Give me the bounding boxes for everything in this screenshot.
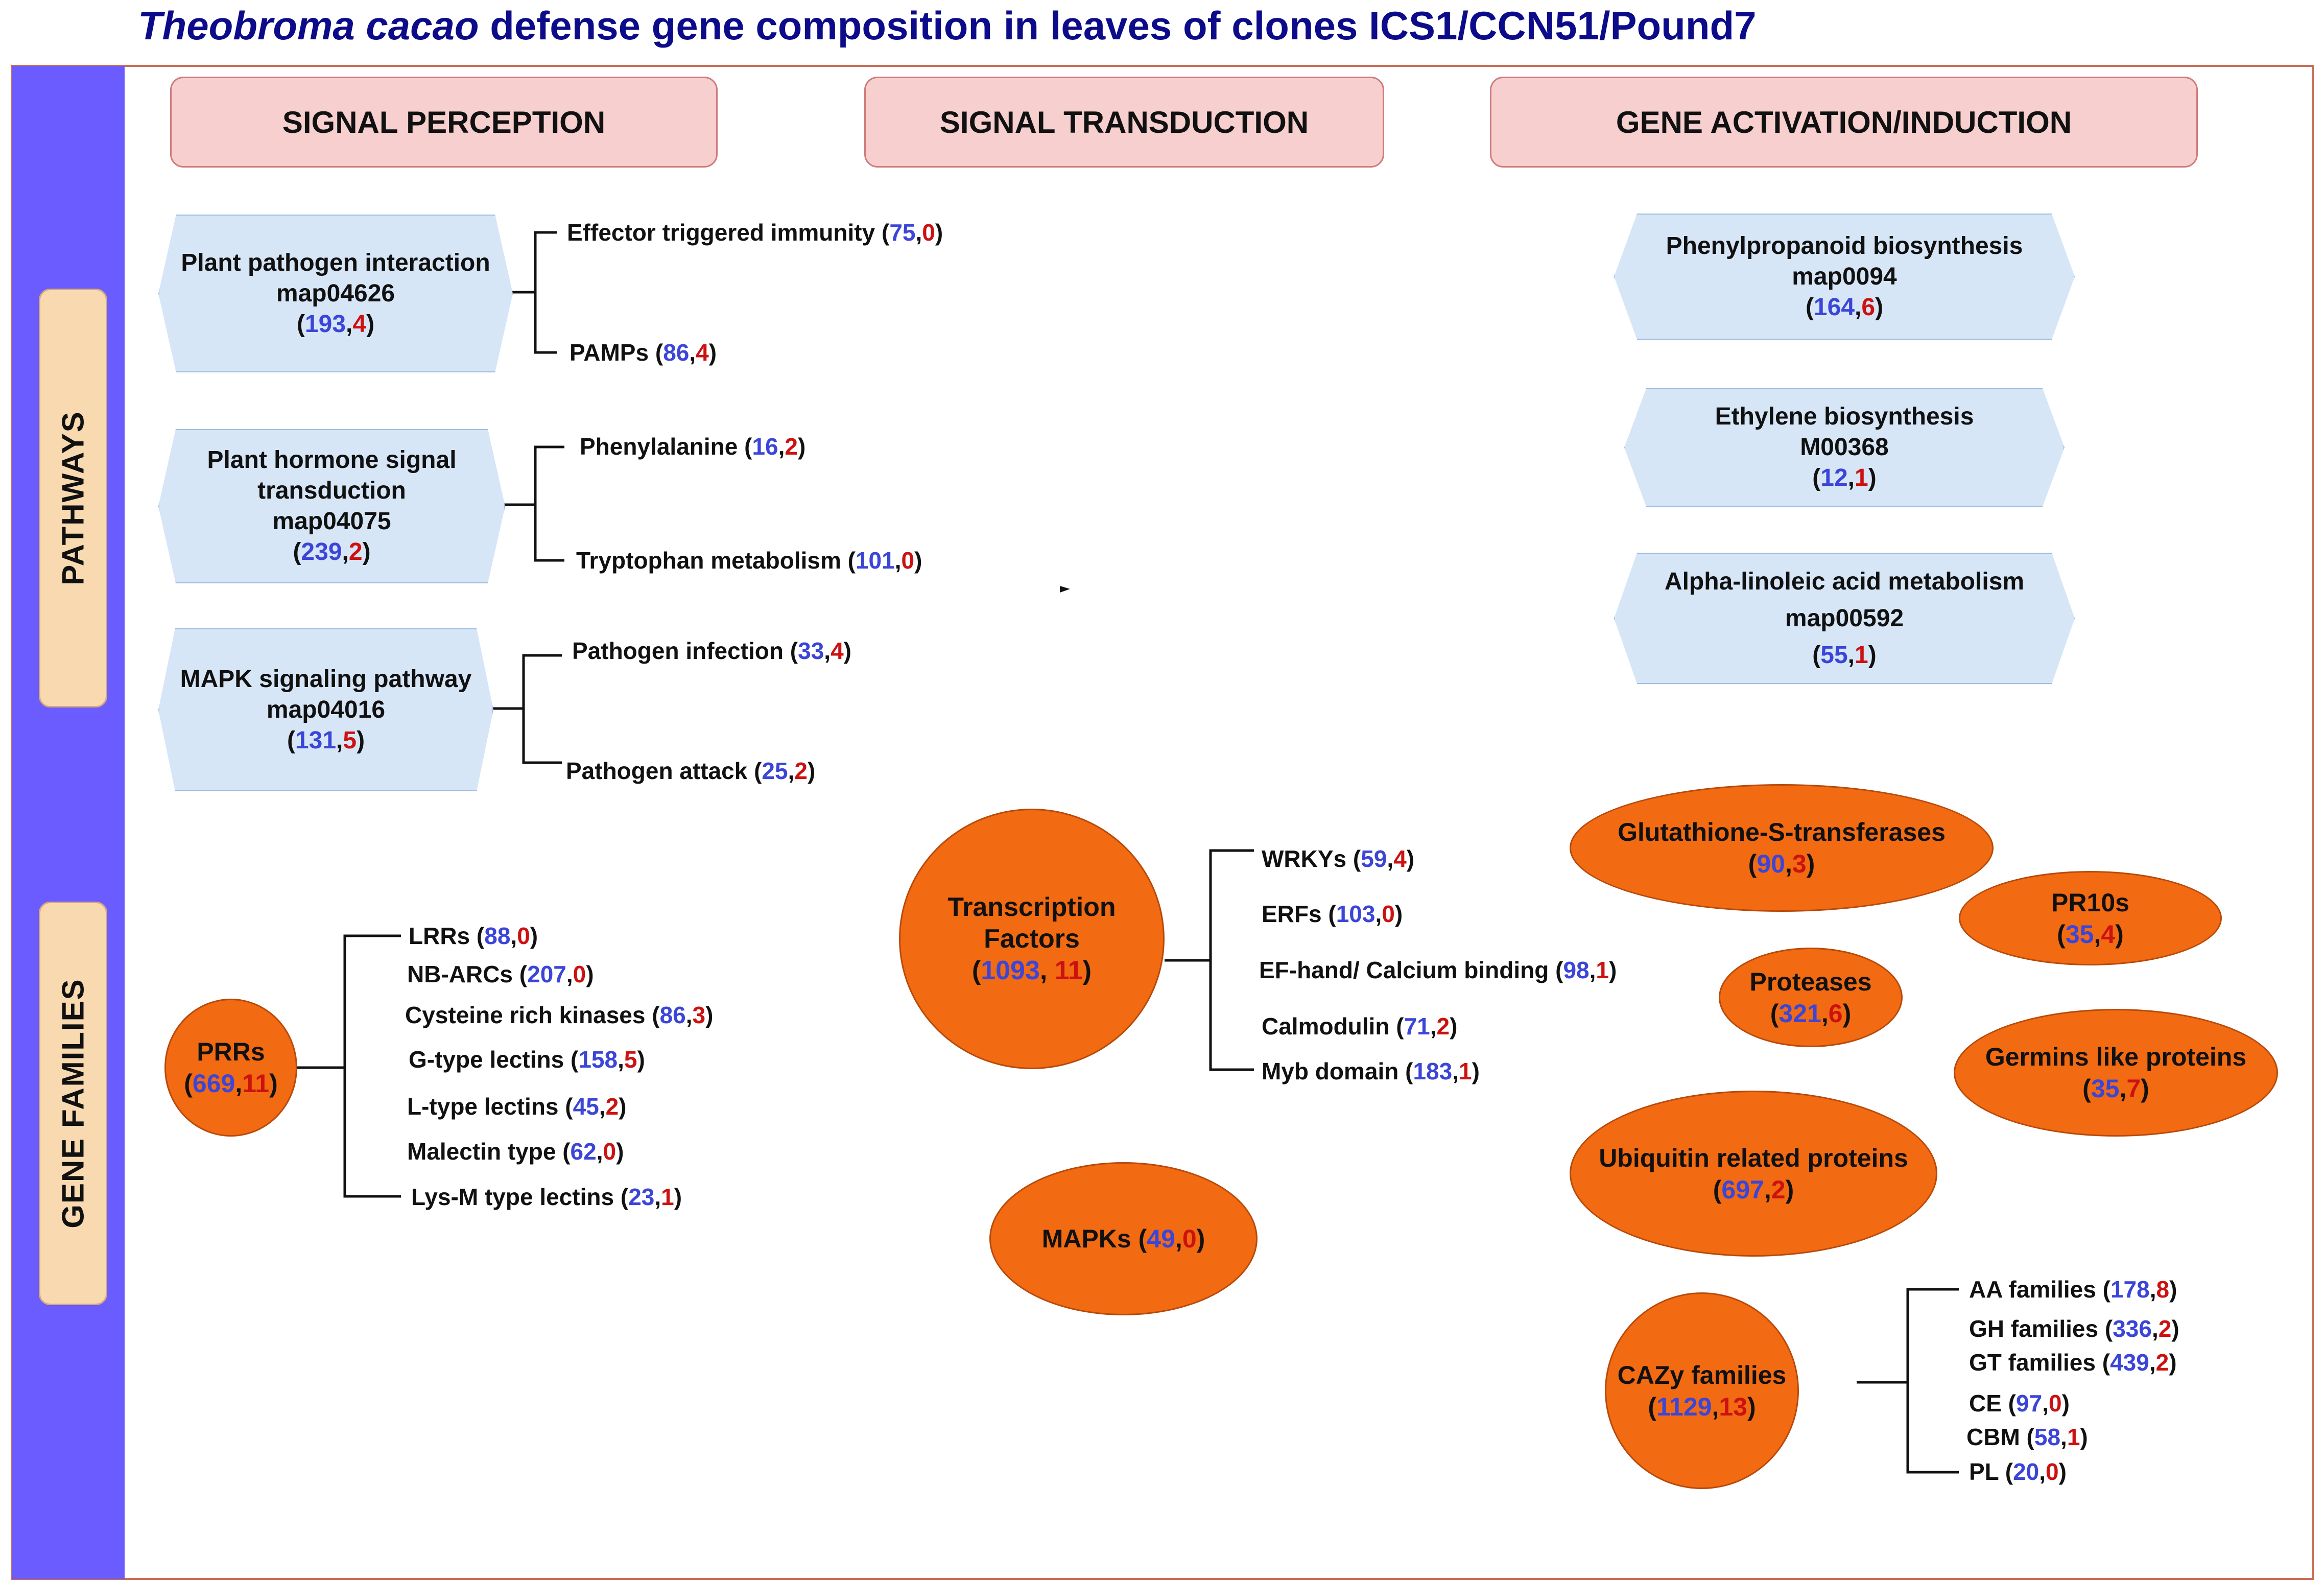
sub-tryptophan-metabolism: Tryptophan metabolism (101,0) <box>576 547 922 574</box>
sub-lys-m-type-lectins: Lys-M type lectins (23,1) <box>411 1184 682 1210</box>
sub-aa-families: AA families (178,8) <box>1969 1276 2177 1303</box>
sub-effector-triggered-immunity: Effector triggered immunity (75,0) <box>567 219 943 246</box>
sub-myb-domain: Myb domain (183,1) <box>1262 1058 1480 1084</box>
sub-gh-families: GH families (336,2) <box>1969 1315 2179 1342</box>
sub-g-type-lectins: G-type lectins (158,5) <box>409 1046 645 1073</box>
header-signal-perception: SIGNAL PERCEPTION <box>170 77 718 168</box>
sub-ef-hand-calcium-binding: EF-hand/ Calcium binding (98,1) <box>1259 957 1617 983</box>
sub-erfs: ERFs (103,0) <box>1262 901 1403 927</box>
sub-calmodulin: Calmodulin (71,2) <box>1262 1013 1458 1040</box>
sub-phenylalanine: Phenylalanine (16,2) <box>580 433 806 460</box>
gene-family-proteases: Proteases(321,6) <box>1719 948 1903 1047</box>
sub-wrkys: WRKYs (59,4) <box>1262 845 1415 872</box>
sub-lrrs: LRRs (88,0) <box>409 923 538 949</box>
gene-family-glutathione-s-transferases: Glutathione-S-transferases(90,3) <box>1570 784 1994 912</box>
gene-family-germins-like-proteins: Germins like proteins(35,7) <box>1954 1009 2278 1137</box>
sub-pamps: PAMPs (86,4) <box>570 339 717 366</box>
sub-l-type-lectins: L-type lectins (45,2) <box>407 1093 627 1120</box>
title-rest: defense gene composition in leaves of cl… <box>479 3 1757 48</box>
title-species: Theobroma cacao <box>138 3 479 48</box>
sub-malectin-type: Malectin type (62,0) <box>407 1138 624 1165</box>
pathways-label: PATHWAYS <box>39 289 107 707</box>
sub-pathogen-attack: Pathogen attack (25,2) <box>566 758 816 784</box>
sub-nb-arcs: NB-ARCs (207,0) <box>407 961 594 987</box>
header-signal-transduction: SIGNAL TRANSDUCTION <box>864 77 1384 168</box>
sub-pl: PL (20,0) <box>1969 1458 2067 1485</box>
gene-family-cazy-families: CAZy families(1129,13) <box>1605 1292 1799 1489</box>
gene-family-prrs: PRRs(669,11) <box>164 999 297 1137</box>
sub-gt-families: GT families (439,2) <box>1969 1349 2177 1376</box>
sub-ce: CE (97,0) <box>1969 1390 2070 1417</box>
gene-family-ubiquitin-related-proteins: Ubiquitin related proteins(697,2) <box>1570 1091 1937 1257</box>
gene-family-pr10s: PR10s(35,4) <box>1959 871 2222 965</box>
sub-cysteine-rich-kinases: Cysteine rich kinases (86,3) <box>405 1002 714 1028</box>
page-title: Theobroma cacao defense gene composition… <box>138 0 1757 51</box>
sub-cbm: CBM (58,1) <box>1966 1424 2088 1450</box>
gene-families-label: GENE FAMILIES <box>39 902 107 1305</box>
header-gene-activation: GENE ACTIVATION/INDUCTION <box>1490 77 2198 168</box>
sub-pathogen-infection: Pathogen infection (33,4) <box>572 638 851 664</box>
gene-family-mapks: MAPKs (49,0) <box>989 1162 1258 1315</box>
